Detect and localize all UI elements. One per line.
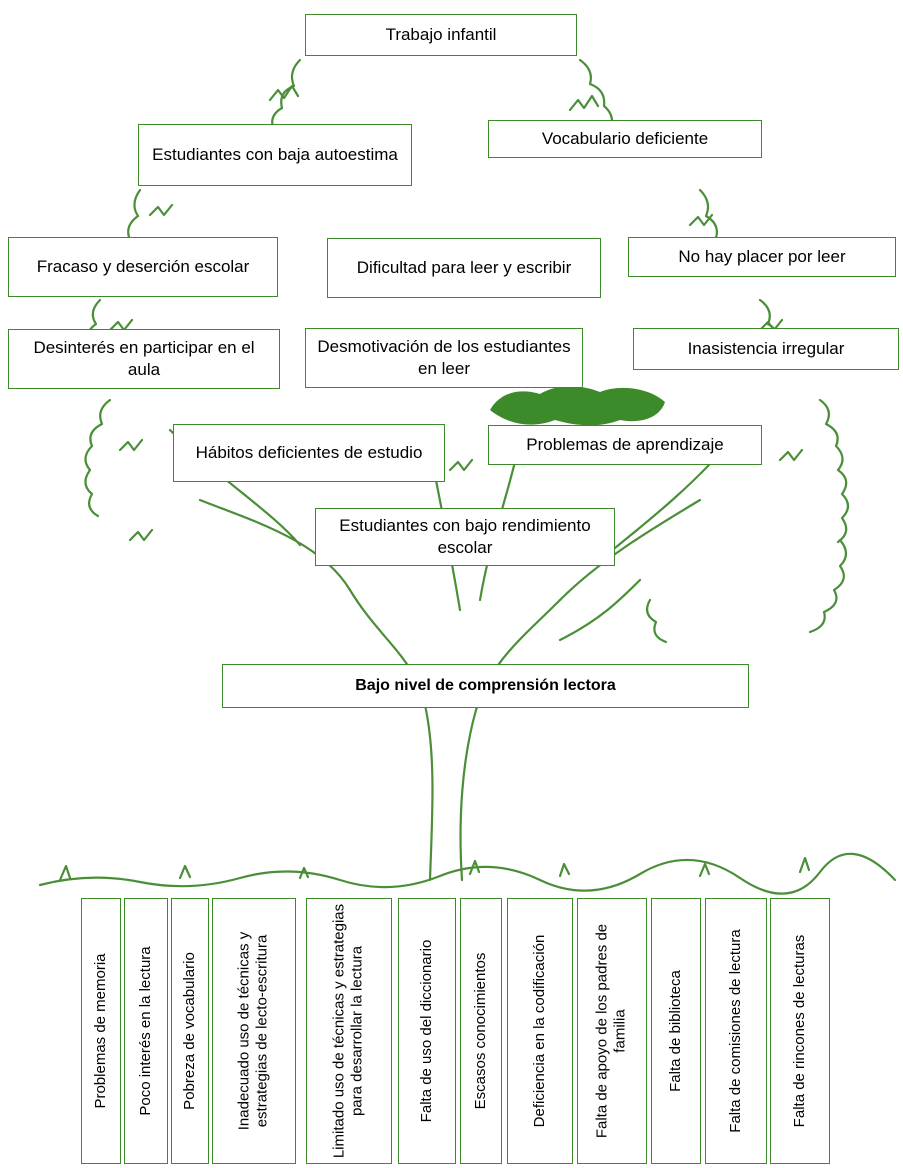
cause-deficiencia-codificacion: Deficiencia en la codificación [507,898,573,1164]
effect-desinteres-aula: Desinterés en participar en el aula [8,329,280,389]
tree-trunk-right [459,598,562,882]
cause-label: Poco interés en la lectura [136,946,154,1116]
core-problem: Bajo nivel de comprensión lectora [222,664,749,708]
effect-vocabulario-deficiente: Vocabulario deficiente [488,120,762,158]
effect-habitos: Hábitos deficientes de estudio [173,424,445,482]
cause-label: Limitado uso de técnicas y estrategias p… [330,903,366,1159]
effect-inasistencia: Inasistencia irregular [633,328,899,370]
cause-label: Pobreza de vocabulario [180,952,198,1110]
cause-label: Escasos conocimientos [471,952,489,1110]
cause-limitado-uso: Limitado uso de técnicas y estrategias p… [306,898,392,1164]
effect-baja-autoestima: Estudiantes con baja autoestima [138,124,412,186]
cause-label: Falta de comisiones de lectura [726,929,744,1133]
effect-desmotivacion: Desmotivación de los estudiantes en leer [305,328,583,388]
cause-inadecuado-uso: Inadecuado uso de técnicas y estrategias… [212,898,296,1164]
cause-label: Deficiencia en la codificación [530,934,548,1128]
cause-label: Falta de rincones de lecturas [790,934,808,1128]
effect-dificultad-leer: Dificultad para leer y escribir [327,238,601,298]
cause-label: Inadecuado uso de técnicas y estrategias… [235,931,271,1131]
effect-fracaso-desercion: Fracaso y deserción escolar [8,237,278,297]
cause-pobreza-vocabulario: Pobreza de vocabulario [171,898,209,1164]
cause-label: Falta de apoyo de los padres de familia [593,923,629,1139]
effect-trabajo-infantil: Trabajo infantil [305,14,577,56]
tree-trunk-left [348,588,434,882]
effect-problemas-aprendizaje: Problemas de aprendizaje [488,425,762,465]
ground-grass [58,856,811,882]
branch-right-low [558,578,642,642]
cause-problemas-memoria: Problemas de memoria [81,898,121,1164]
foliage-cluster [490,386,665,426]
cause-falta-comisiones: Falta de comisiones de lectura [705,898,767,1164]
cause-label: Falta de uso del diccionario [417,939,435,1123]
foliage-tufts [108,84,804,542]
cause-falta-diccionario: Falta de uso del diccionario [398,898,456,1164]
effect-bajo-rendimiento: Estudiantes con bajo rendimiento escolar [315,508,615,566]
cause-label: Falta de biblioteca [666,970,684,1092]
effect-no-placer: No hay placer por leer [628,237,896,277]
cause-poco-interes: Poco interés en la lectura [124,898,168,1164]
cause-falta-rincones: Falta de rincones de lecturas [770,898,830,1164]
ground-line [38,852,897,895]
cause-falta-apoyo-padres: Falta de apoyo de los padres de familia [577,898,647,1164]
canopy-outline [84,58,850,644]
cause-escasos-conocimientos: Escasos conocimientos [460,898,502,1164]
cause-label: Problemas de memoria [91,953,109,1109]
cause-falta-biblioteca: Falta de biblioteca [651,898,701,1164]
